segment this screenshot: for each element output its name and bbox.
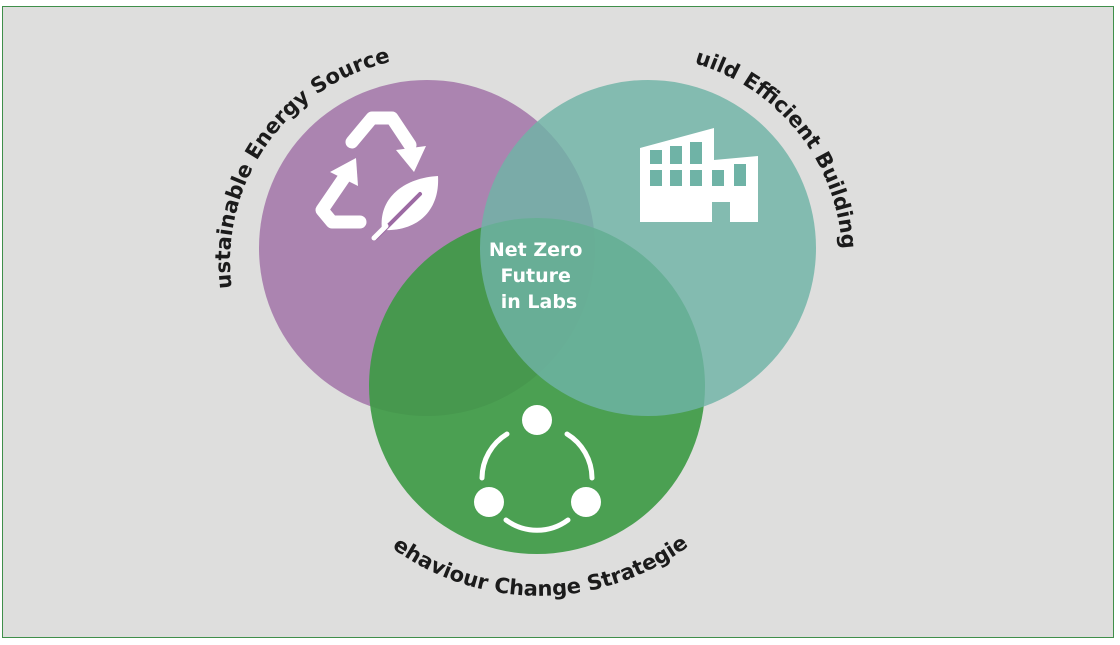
building-icon: [640, 128, 758, 222]
center-label-line-1: Net Zero: [489, 239, 583, 261]
recycle-leaf-icon: [315, 111, 439, 241]
cycle-people-icon: [474, 405, 601, 533]
center-label: Net Zero Future in Labs: [489, 239, 589, 313]
center-label-line-2: Future: [500, 265, 570, 287]
center-label-line-3: in Labs: [501, 291, 578, 313]
